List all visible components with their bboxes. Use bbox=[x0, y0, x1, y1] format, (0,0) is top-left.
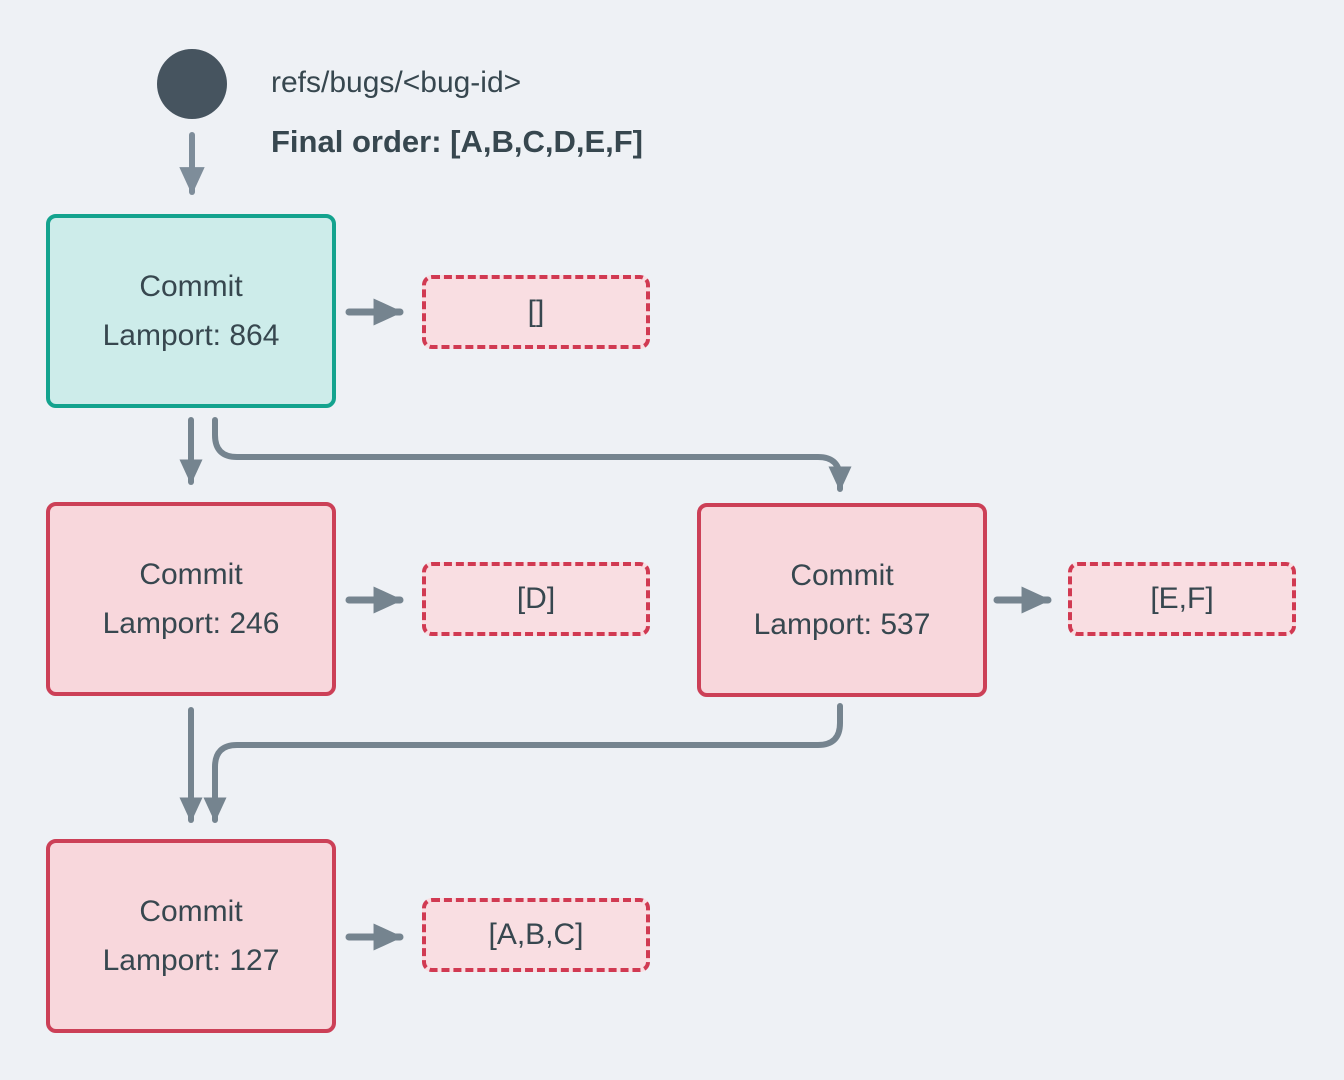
commit-title: Commit bbox=[139, 270, 243, 303]
payload-label: [A,B,C] bbox=[488, 918, 584, 951]
commit-node-246: Commit Lamport: 246 bbox=[46, 502, 336, 696]
payload-label: [D] bbox=[516, 582, 556, 615]
edge-commit537-to-commit127 bbox=[203, 703, 843, 823]
commit-node-127: Commit Lamport: 127 bbox=[46, 839, 336, 1033]
commit-lamport: Lamport: 127 bbox=[102, 944, 280, 977]
payload-node-864: [] bbox=[422, 275, 650, 349]
commit-title: Commit bbox=[139, 558, 243, 591]
commit-lamport: Lamport: 246 bbox=[102, 607, 280, 640]
commit-lamport: Lamport: 537 bbox=[753, 608, 931, 641]
ref-node-circle bbox=[157, 49, 227, 119]
commit-title: Commit bbox=[139, 895, 243, 928]
commit-node-864: Commit Lamport: 864 bbox=[46, 214, 336, 408]
ref-label: refs/bugs/<bug-id> bbox=[271, 66, 522, 99]
commit-node-537: Commit Lamport: 537 bbox=[697, 503, 987, 697]
payload-label: [E,F] bbox=[1150, 582, 1214, 615]
payload-node-127: [A,B,C] bbox=[422, 898, 650, 972]
payload-node-537: [E,F] bbox=[1068, 562, 1296, 636]
commit-title: Commit bbox=[790, 559, 894, 592]
commit-lamport: Lamport: 864 bbox=[102, 319, 280, 352]
edge-commit864-to-commit537 bbox=[212, 417, 852, 492]
payload-label: [] bbox=[527, 295, 545, 328]
payload-node-246: [D] bbox=[422, 562, 650, 636]
final-order-label: Final order: [A,B,C,D,E,F] bbox=[271, 124, 643, 159]
